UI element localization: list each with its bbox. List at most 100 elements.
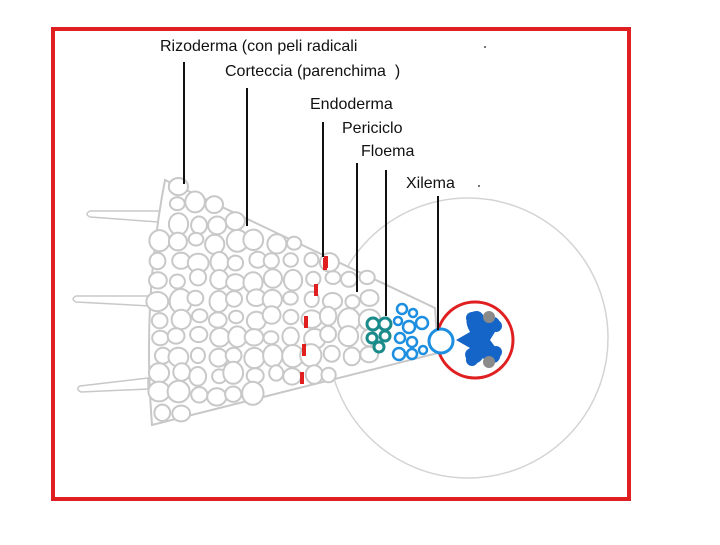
pericycle-cell bbox=[374, 342, 384, 352]
cortex-cell bbox=[361, 290, 379, 306]
cortex-cell bbox=[360, 271, 375, 284]
cortex-cell bbox=[190, 327, 207, 342]
cortex-cell bbox=[150, 253, 166, 270]
cortex-cell bbox=[170, 275, 185, 289]
cortex-cell bbox=[208, 217, 226, 235]
cortex-cell bbox=[264, 253, 279, 268]
cortex-cell bbox=[210, 291, 228, 312]
cortex-cell bbox=[226, 348, 242, 363]
cortex-cell bbox=[168, 381, 190, 403]
cortex-cell bbox=[226, 291, 242, 307]
phloem-cell bbox=[403, 321, 415, 333]
endoderm-mark bbox=[304, 316, 308, 328]
cortex-cell bbox=[154, 405, 170, 421]
stray-dot bbox=[478, 185, 480, 187]
label-floema: Floema bbox=[361, 143, 414, 161]
cortex-cell bbox=[191, 217, 207, 234]
cortex-cell bbox=[228, 256, 243, 271]
cortex-cell bbox=[322, 368, 336, 383]
cortex-cell bbox=[169, 213, 188, 235]
phloem-cell bbox=[409, 309, 417, 317]
cortex-cell bbox=[304, 253, 318, 267]
cortex-cell bbox=[172, 310, 191, 329]
cortex-cell bbox=[283, 310, 298, 324]
cortex-cell bbox=[225, 387, 241, 402]
cortex-cell bbox=[173, 363, 190, 380]
cortex-cell bbox=[242, 382, 263, 405]
cortex-cell bbox=[269, 365, 283, 380]
cortex-cell bbox=[149, 363, 169, 382]
cortex-cell bbox=[146, 292, 168, 311]
cortex-cell bbox=[210, 349, 228, 367]
pericycle-cell bbox=[367, 318, 379, 330]
endoderm-mark bbox=[323, 258, 327, 270]
cortex-cell bbox=[168, 328, 185, 343]
cortex-cell bbox=[210, 270, 228, 289]
root-hair bbox=[78, 378, 148, 392]
cortex-cell bbox=[207, 388, 226, 405]
cortex-cell bbox=[149, 272, 167, 288]
cortex-cell bbox=[226, 212, 245, 230]
cortex-cell bbox=[341, 272, 357, 287]
cortex-cell bbox=[283, 368, 301, 384]
phloem-cell bbox=[397, 304, 407, 314]
cortex-cell bbox=[344, 348, 360, 366]
cortex-cell bbox=[264, 269, 282, 288]
cortex-cell bbox=[247, 368, 264, 383]
cortex-cell bbox=[306, 272, 320, 286]
cortex-cell bbox=[229, 311, 243, 323]
cortex-cell bbox=[264, 331, 279, 344]
label-periciclo: Periciclo bbox=[342, 120, 402, 138]
phloem-cell bbox=[393, 348, 405, 360]
label-endoderma: Endoderma bbox=[310, 96, 393, 114]
phloem-cell bbox=[419, 346, 427, 354]
cortex-cell bbox=[284, 253, 298, 266]
cortex-cell bbox=[170, 197, 185, 210]
vessel-dot bbox=[483, 356, 495, 368]
cortex-cell bbox=[152, 331, 168, 346]
cortex-cell bbox=[205, 235, 224, 254]
phloem-cell bbox=[407, 349, 417, 359]
cortex-cell bbox=[226, 274, 245, 290]
cortex-cell bbox=[152, 313, 168, 328]
cortex-cell bbox=[191, 387, 207, 402]
cortex-cell bbox=[263, 306, 281, 324]
cortex-cell bbox=[223, 362, 243, 384]
xylem-vessel bbox=[466, 354, 478, 366]
cortex-cell bbox=[283, 292, 298, 305]
pericycle-cell bbox=[367, 333, 377, 343]
cortex-cell bbox=[244, 348, 264, 368]
cortex-cell bbox=[191, 348, 205, 363]
cortex-cell bbox=[326, 271, 341, 284]
stray-dot bbox=[484, 46, 486, 48]
cortex-cell bbox=[192, 309, 207, 322]
cortex-cell bbox=[205, 196, 223, 213]
endoderm-mark bbox=[302, 344, 306, 356]
xylem-large-cell bbox=[429, 329, 453, 353]
phloem-cell bbox=[407, 337, 417, 347]
cortex-cell bbox=[320, 326, 336, 342]
phloem-cell bbox=[416, 317, 428, 329]
cortex-cell bbox=[148, 382, 169, 402]
cortex-cell bbox=[188, 291, 204, 306]
cortex-cell bbox=[189, 233, 204, 246]
label-rizoderma: Rizoderma (con peli radicali bbox=[160, 38, 357, 56]
root-hair bbox=[87, 211, 160, 222]
cortex-cell bbox=[243, 230, 263, 250]
cortex-cell bbox=[189, 367, 206, 386]
cortex-cell bbox=[267, 234, 286, 253]
cortex-cell bbox=[185, 192, 205, 213]
pericycle-cell bbox=[379, 318, 391, 330]
cortex-cell bbox=[324, 346, 340, 362]
cortex-cell bbox=[190, 269, 206, 285]
xylem-vessel bbox=[466, 312, 478, 324]
cortex-cell bbox=[149, 230, 169, 251]
cortex-cell bbox=[284, 270, 302, 291]
label-xilema: Xilema bbox=[406, 175, 455, 193]
cortex-cell bbox=[282, 328, 298, 346]
phloem-cell bbox=[394, 317, 402, 325]
endoderm-mark bbox=[300, 372, 304, 384]
cortex-cell bbox=[287, 237, 301, 250]
cortex-cell bbox=[169, 178, 188, 195]
root-hair bbox=[73, 296, 150, 306]
